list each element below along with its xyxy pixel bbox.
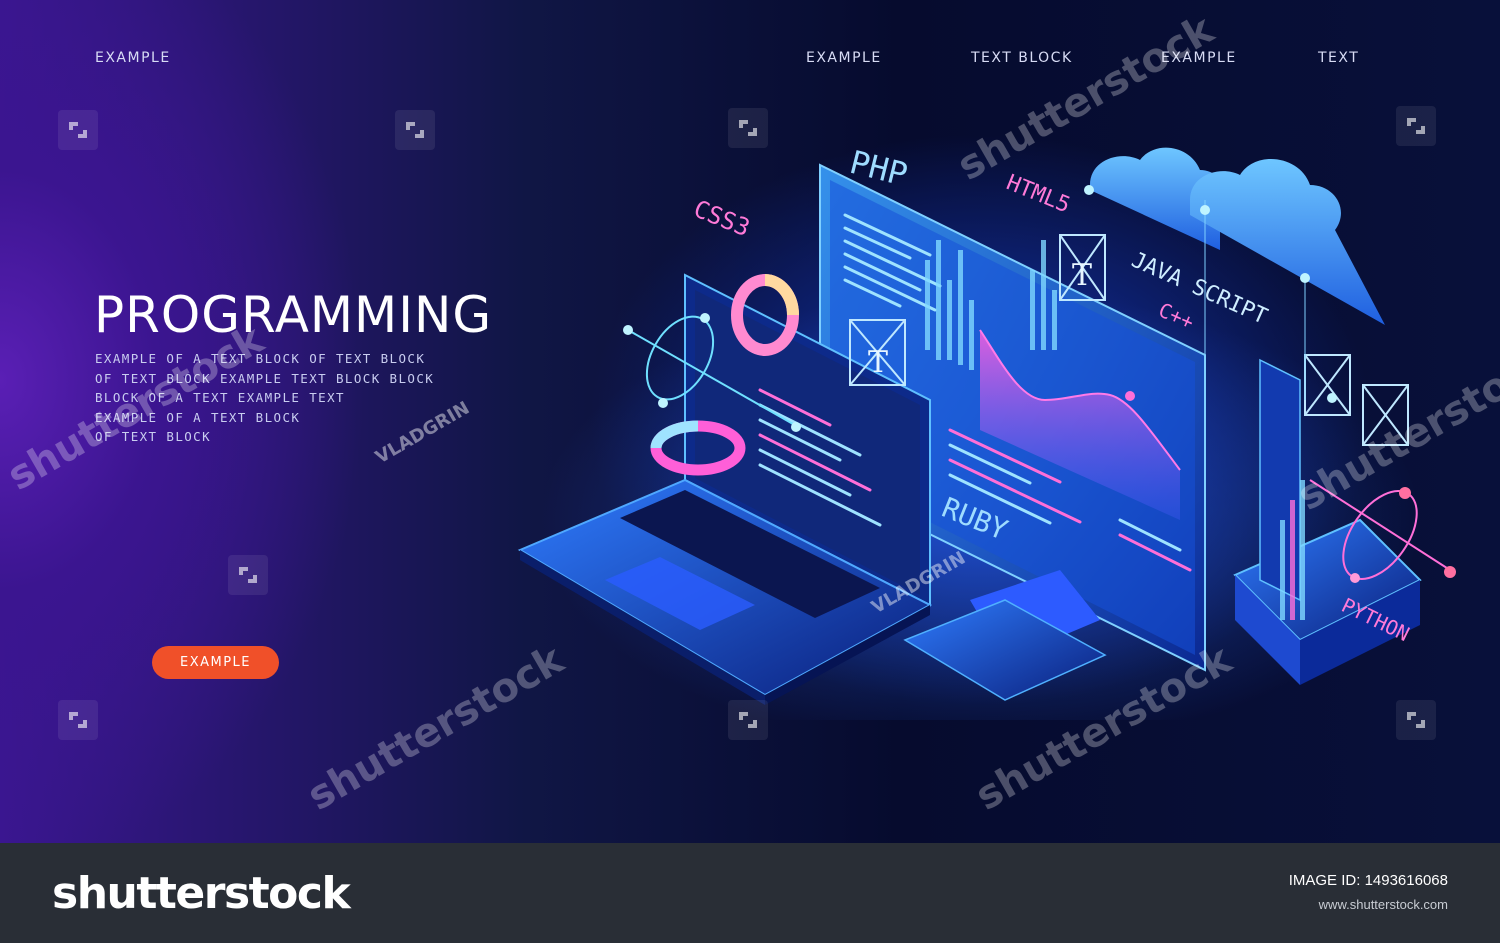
nav-link-example[interactable]: EXAMPLE bbox=[806, 50, 882, 66]
donut-chart bbox=[650, 274, 799, 476]
hero-banner: EXAMPLE EXAMPLE TEXT BLOCK EXAMPLE TEXT … bbox=[0, 0, 1500, 843]
watermark-logo-icon bbox=[1396, 700, 1436, 740]
footer-brand-logo: shutterstock bbox=[52, 868, 351, 919]
footer-bar bbox=[0, 843, 1500, 943]
laptop-keyboard bbox=[620, 490, 880, 618]
nav-link-example-2[interactable]: EXAMPLE bbox=[1161, 50, 1237, 66]
text-frame-icon bbox=[849, 234, 1106, 386]
node-dots bbox=[623, 185, 1456, 583]
nav-link-text-block[interactable]: TEXT BLOCK bbox=[971, 50, 1073, 66]
cloud-icon bbox=[1090, 147, 1385, 325]
page-title: PROGRAMMING bbox=[94, 286, 493, 344]
nav-link-example-left[interactable]: EXAMPLE bbox=[95, 50, 171, 66]
hero-description: EXAMPLE OF A TEXT BLOCK OF TEXT BLOCK OF… bbox=[95, 349, 535, 447]
watermark-logo-icon bbox=[395, 110, 435, 150]
description-line: OF TEXT BLOCK bbox=[95, 429, 212, 444]
nav-link-text[interactable]: TEXT bbox=[1318, 50, 1360, 66]
monitor-stand bbox=[903, 599, 1107, 701]
label-html5: HTML5 bbox=[1003, 170, 1074, 218]
watermark-logo-icon bbox=[58, 110, 98, 150]
description-line: EXAMPLE OF A TEXT BLOCK bbox=[95, 409, 301, 425]
site-url: www.shutterstock.com bbox=[1318, 897, 1448, 912]
t-icon: T bbox=[1072, 258, 1092, 293]
description-line: OF TEXT BLOCK EXAMPLE TEXT BLOCK BLOCK bbox=[95, 370, 435, 386]
cta-button[interactable]: EXAMPLE bbox=[152, 646, 279, 679]
description-line: BLOCK OF A TEXT EXAMPLE TEXT bbox=[95, 390, 345, 405]
t-icon: T bbox=[868, 345, 888, 380]
monitor bbox=[819, 163, 1206, 701]
watermark-logo-icon bbox=[228, 555, 268, 595]
image-id-label: IMAGE ID: bbox=[1288, 872, 1361, 889]
watermark-logo-icon bbox=[728, 108, 768, 148]
watermark-logo-icon bbox=[1396, 106, 1436, 146]
description-line: EXAMPLE OF A TEXT BLOCK OF TEXT BLOCK bbox=[95, 351, 426, 366]
code-lines bbox=[843, 213, 1192, 572]
laptop-trackpad bbox=[605, 557, 755, 630]
monitor-area-chart bbox=[980, 330, 1180, 520]
image-id: IMAGE ID: 1493616068 bbox=[1289, 872, 1448, 889]
label-css3: CSS3 bbox=[690, 195, 754, 243]
image-id-value: 1493616068 bbox=[1364, 872, 1448, 889]
equalizer-bars bbox=[925, 240, 1057, 370]
watermark-logo-icon bbox=[728, 700, 768, 740]
tablet-device bbox=[1233, 358, 1422, 685]
laptop bbox=[517, 273, 933, 705]
programming-illustration: T T PHP bbox=[517, 143, 1456, 720]
watermark-logo-icon bbox=[58, 700, 98, 740]
